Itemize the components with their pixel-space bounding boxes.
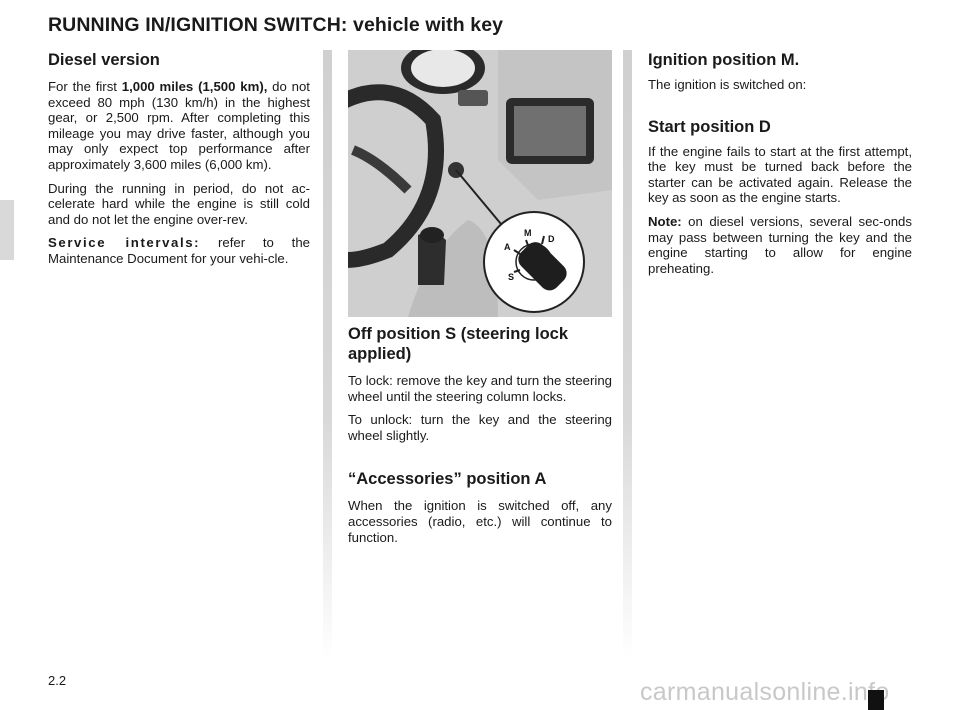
service-paragraph: Service intervals: refer to the Maintena… [48, 235, 310, 266]
dial-label-m: M [524, 228, 532, 238]
note-text: on diesel versions, several sec-onds may… [648, 213, 912, 276]
note-paragraph: Note: on diesel versions, several sec-on… [648, 214, 912, 276]
accessories-paragraph: When the ignition is switched off, any a… [348, 498, 612, 545]
figure-reference-code: 36545 [610, 56, 612, 83]
running-in-paragraph: For the first 1,000 miles (1,500 km), do… [48, 79, 310, 173]
ignition-paragraph: The ignition is switched on: [648, 77, 807, 92]
running-in-text-a: For the first [48, 79, 122, 94]
page-title: RUNNING IN/IGNITION SWITCH: vehicle with… [48, 14, 504, 36]
running-in-distance: 1,000 miles (1,500 km), [121, 79, 268, 94]
off-unlock-paragraph: To unlock: turn the key and the steering… [348, 412, 612, 443]
dial-label-d: D [548, 234, 555, 244]
service-intervals-label: Service intervals: [48, 235, 201, 251]
column-middle: M A S D 36545 Off position S (steering l… [348, 50, 612, 545]
service-intervals-text: refer to the Maintenance Document for yo… [48, 235, 310, 266]
start-paragraph: If the engine fails to start at the firs… [648, 143, 912, 206]
off-lock-paragraph: To lock: remove the key and turn the ste… [348, 373, 612, 404]
acceleration-paragraph: During the running in period, do not ac-… [48, 180, 310, 227]
dial-label-s: S [508, 272, 514, 282]
dial-label-a: A [504, 242, 511, 252]
ignition-switch-illustration: M A S D 36545 [348, 50, 612, 317]
note-label: Note: [648, 213, 682, 229]
column-divider [623, 50, 632, 660]
watermark: carmanualsonline.info [640, 678, 890, 706]
heading-start-position: Start position D [648, 117, 771, 136]
running-in-text-b: do not exceed 80 mph (130 km/h) in the h… [48, 79, 310, 172]
column-divider [323, 50, 332, 660]
heading-off-position: Off position S (steering lock applied) [348, 325, 569, 363]
section-tab [0, 200, 14, 260]
page-number: 2.2 [48, 673, 67, 688]
column-right: Ignition position M. The ignition is swi… [648, 50, 912, 276]
heading-accessories-position: “Accessories” position A [348, 470, 547, 489]
heading-diesel-version: Diesel version [48, 51, 160, 69]
heading-ignition-position: Ignition position M. [648, 51, 800, 69]
column-left: Diesel version For the first 1,000 miles… [48, 50, 310, 267]
footer-marker [868, 690, 884, 710]
